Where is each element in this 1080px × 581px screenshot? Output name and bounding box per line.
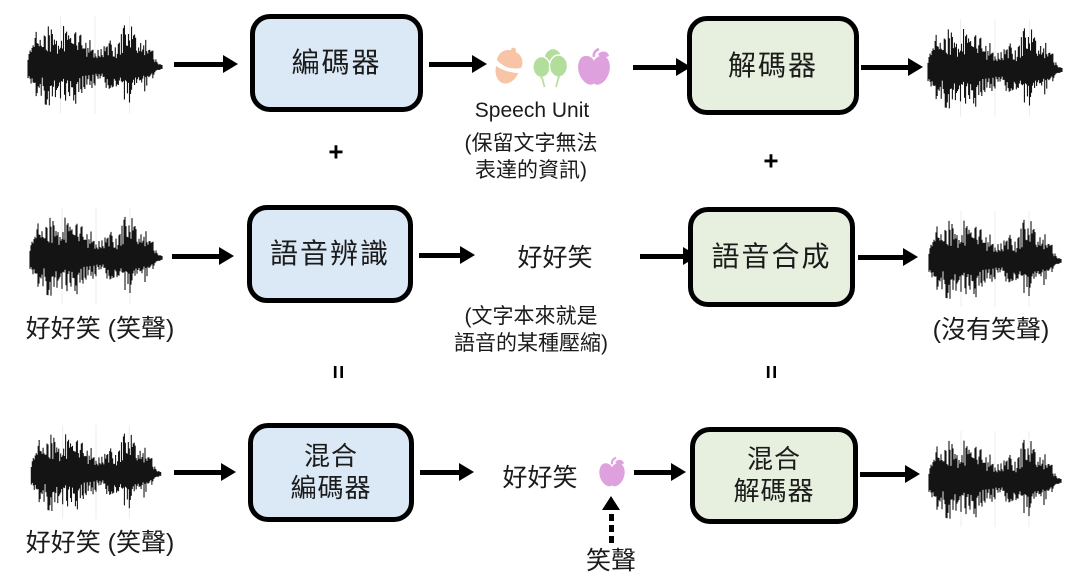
hybrid-decoder-label: 混合 解碼器 — [733, 444, 815, 506]
hybrid-encoder-label: 混合 編碼器 — [290, 441, 372, 503]
speech-unit-note-line1: (保留文字無法 — [464, 132, 598, 155]
decoder-box: 解碼器 — [687, 16, 859, 115]
waveform-row3-output — [928, 431, 1062, 527]
asr-box: 語音辨識 — [247, 205, 413, 303]
tts-box: 語音合成 — [688, 207, 855, 307]
row2-note-line1: (文字本來就是 — [464, 305, 598, 328]
asr-label: 語音辨識 — [269, 238, 390, 270]
laughter-dashed-arrow — [602, 496, 620, 543]
speech-unit-note: (保留文字無法 表達的資訊) — [465, 130, 598, 184]
plus-operator-left: + — [328, 136, 344, 167]
apple-icon — [576, 47, 612, 86]
row2-input-label: 好好笑 (笑聲) — [25, 315, 175, 343]
waveform-row3-input — [30, 424, 162, 520]
row3-laughter-label: 笑聲 — [585, 547, 637, 575]
apple-unit-icon — [598, 456, 626, 488]
decoder-label: 解碼器 — [727, 49, 818, 81]
row3-text-output: 好好笑 — [502, 464, 578, 492]
hybrid-decoder-box: 混合 解碼器 — [690, 427, 858, 524]
encoder-label: 編碼器 — [291, 47, 382, 79]
equals-operator-right: = — [757, 364, 784, 380]
tts-label: 語音合成 — [711, 241, 832, 273]
hybrid-encoder-box: 混合 編碼器 — [248, 423, 414, 522]
row2-note-line2: 語音的某種壓縮) — [454, 332, 608, 355]
row2-note: (文字本來就是 語音的某種壓縮) — [454, 303, 608, 357]
row2-text-output: 好好笑 — [517, 244, 593, 272]
equals-operator-left: = — [324, 364, 351, 380]
laughter-arrow-head — [602, 496, 620, 510]
waveform-row1-output — [927, 19, 1063, 117]
acorn-icon — [490, 43, 527, 88]
waveform-row2-input — [29, 208, 163, 304]
plus-operator-right: + — [763, 145, 779, 176]
waveform-row2-output — [928, 211, 1062, 307]
balloons-icon — [532, 47, 569, 88]
row2-output-label: (沒有笑聲) — [932, 316, 1050, 344]
speech-unit-title: Speech Unit — [474, 99, 590, 122]
speech-unit-note-line2: 表達的資訊) — [475, 159, 587, 182]
row3-input-label: 好好笑 (笑聲) — [25, 529, 175, 557]
encoder-box: 編碼器 — [250, 14, 423, 112]
waveform-row1-input — [27, 16, 163, 114]
